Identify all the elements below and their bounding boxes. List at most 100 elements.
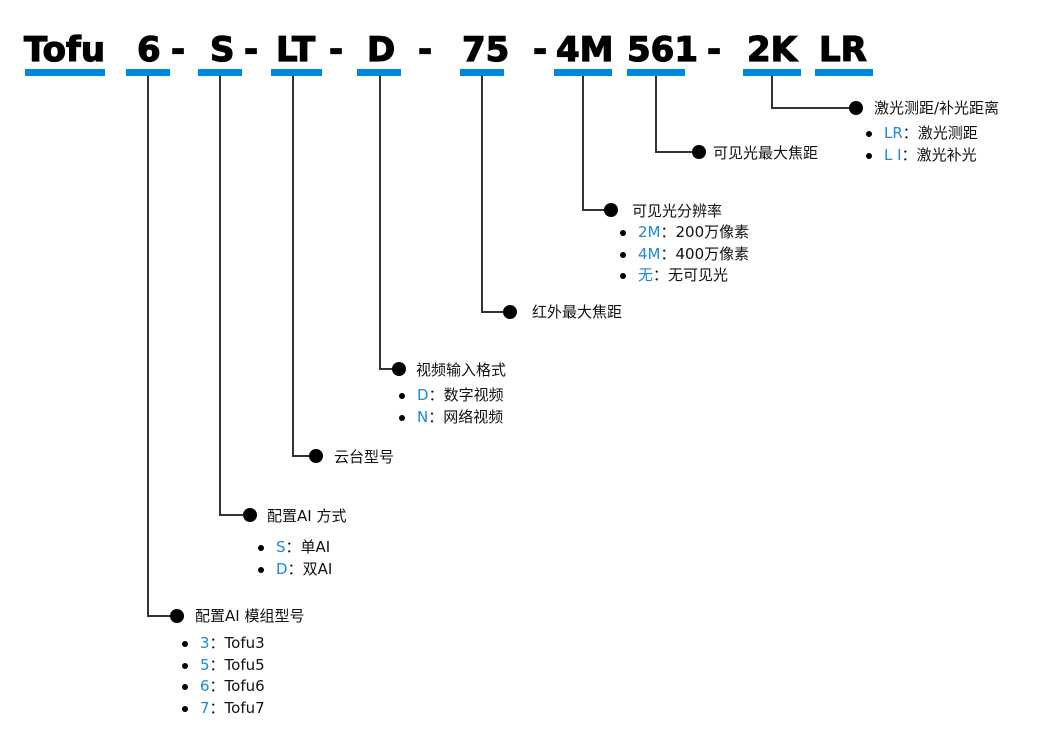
separator-dash: - <box>243 29 259 70</box>
bullet-dot-icon <box>392 362 406 376</box>
underline-gimbal <box>271 69 322 76</box>
option-item: 6：Tofu6 <box>182 676 265 698</box>
bullet-icon <box>866 152 872 159</box>
option-code: S <box>276 538 286 556</box>
options-laser: LR：激光测距 L I：激光补光 <box>866 123 978 166</box>
separator-dash: - <box>706 29 722 70</box>
segment-video-input: D <box>366 29 396 70</box>
separator-dash: - <box>532 29 548 70</box>
bullet-dot-icon <box>604 203 618 217</box>
option-desc: ：数字视频 <box>428 386 504 404</box>
bullet-icon <box>258 566 264 573</box>
connector-line <box>379 76 381 369</box>
option-item: 2M：200万像素 <box>620 222 749 244</box>
option-code: 无 <box>638 266 654 284</box>
label-gimbal: 云台型号 <box>334 448 395 466</box>
option-desc: ：200万像素 <box>660 223 750 241</box>
bullet-icon <box>182 662 188 669</box>
option-desc: ：Tofu3 <box>209 634 265 652</box>
bullet-icon <box>620 230 626 236</box>
label-laser: 激光测距/补光距离 <box>874 99 1000 117</box>
option-desc: ：单AI <box>285 538 331 556</box>
connector-line <box>219 514 249 516</box>
option-item: 无：无可见光 <box>620 265 749 287</box>
bullet-icon <box>182 641 188 647</box>
connector-line <box>582 209 608 211</box>
options-ai-module: 3：Tofu3 5：Tofu5 6：Tofu6 7：Tofu7 <box>182 633 265 719</box>
bullet-dot-icon <box>309 449 323 463</box>
label-ir-focal: 红外最大焦距 <box>532 303 623 321</box>
option-item: 7：Tofu7 <box>182 698 265 720</box>
option-desc: ：Tofu7 <box>209 698 265 717</box>
connector-line <box>292 76 294 456</box>
option-desc: ：Tofu6 <box>209 677 265 695</box>
option-desc: ：无可见光 <box>653 266 729 284</box>
bullet-icon <box>399 414 405 421</box>
segment-visible-resolution: 4M <box>555 29 614 70</box>
underline-brand <box>25 69 105 76</box>
option-item: N：网络视频 <box>399 407 504 429</box>
option-item: 4M：400万像素 <box>620 244 749 266</box>
connector-line <box>147 615 177 617</box>
connector-line <box>379 368 399 370</box>
bullet-dot-icon <box>503 305 517 319</box>
option-code: D <box>417 386 429 404</box>
label-ai-mode: 配置AI 方式 <box>267 507 347 525</box>
option-code: LR <box>884 124 903 142</box>
option-item: D：数字视频 <box>399 385 504 407</box>
option-code: 3 <box>200 634 210 652</box>
connector-line <box>582 76 584 210</box>
connector-line <box>481 311 507 313</box>
option-desc: ：400万像素 <box>660 244 750 263</box>
bullet-icon <box>399 393 405 399</box>
underline-ai-mode <box>198 69 242 76</box>
option-item: D：双AI <box>258 559 332 581</box>
option-code: 6 <box>200 677 210 695</box>
bullet-icon <box>866 131 872 137</box>
option-desc: ：网络视频 <box>428 407 504 426</box>
connector-line <box>481 76 483 312</box>
option-code: 2M <box>638 223 661 241</box>
segment-laser-type: LR <box>818 29 867 70</box>
bullet-dot-icon <box>170 609 184 623</box>
connector-line <box>655 76 657 152</box>
option-desc: ：激光补光 <box>901 145 977 164</box>
separator-dash: - <box>417 29 433 70</box>
underline-ir-focal <box>460 69 504 76</box>
bullet-icon <box>620 273 626 279</box>
option-code: N <box>417 407 429 426</box>
segment-visible-focal: 561 <box>626 29 698 70</box>
option-code: 4M <box>638 244 661 263</box>
bullet-dot-icon <box>849 101 863 115</box>
option-code: D <box>276 559 288 578</box>
option-item: 3：Tofu3 <box>182 633 265 655</box>
separator-dash: - <box>328 29 344 70</box>
segment-ai-mode: S <box>209 29 235 70</box>
bullet-icon <box>182 705 188 712</box>
connector-line <box>292 455 314 457</box>
segment-laser: 2K <box>746 29 798 70</box>
option-item: L I：激光补光 <box>866 145 978 167</box>
option-desc: ：双AI <box>287 559 333 578</box>
bullet-icon <box>182 684 188 690</box>
options-ai-mode: S：单AI D：双AI <box>258 537 332 580</box>
bullet-dot-icon <box>243 508 257 522</box>
option-desc: ：激光测距 <box>902 124 978 142</box>
label-visible-focal: 可见光最大焦距 <box>713 144 819 162</box>
label-visible-resolution: 可见光分辨率 <box>632 202 723 220</box>
label-ai-module: 配置AI 模组型号 <box>195 607 305 625</box>
bullet-icon <box>620 251 626 258</box>
options-visible-resolution: 2M：200万像素 4M：400万像素 无：无可见光 <box>620 222 749 287</box>
bullet-dot-icon <box>692 145 706 159</box>
label-video-input: 视频输入格式 <box>416 361 507 379</box>
separator-dash: - <box>170 29 186 70</box>
underline-video-input <box>357 69 401 76</box>
option-item: LR：激光测距 <box>866 123 978 145</box>
connector-line <box>771 107 853 109</box>
underline-ai-module <box>126 69 170 76</box>
option-item: 5：Tofu5 <box>182 655 265 677</box>
connector-line <box>771 76 773 108</box>
option-code: L I <box>884 145 902 164</box>
option-desc: ：Tofu5 <box>209 655 265 674</box>
options-video-input: D：数字视频 N：网络视频 <box>399 385 504 428</box>
